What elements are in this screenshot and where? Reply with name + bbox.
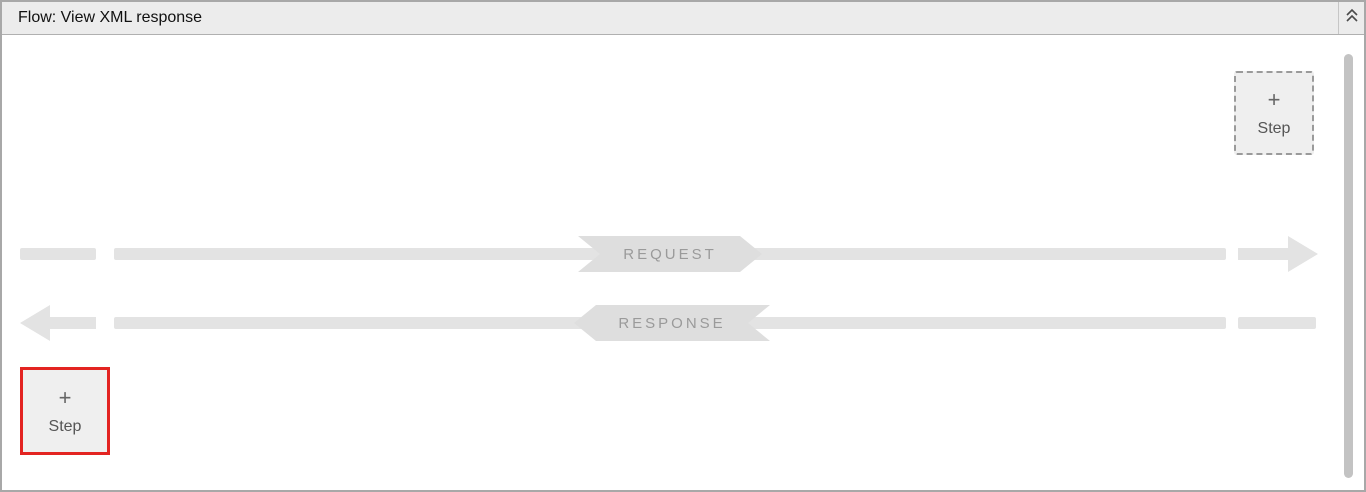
- add-step-button-top[interactable]: + Step: [1234, 71, 1314, 155]
- double-chevron-up-icon: [1345, 7, 1359, 29]
- plus-icon: +: [58, 384, 72, 410]
- arrow-right-icon: [1288, 236, 1318, 272]
- response-label-banner: RESPONSE: [574, 305, 770, 341]
- request-line-start-cap: [20, 248, 96, 260]
- collapse-button[interactable]: [1338, 2, 1364, 34]
- add-step-label: Step: [1257, 119, 1291, 137]
- panel-header: Flow: View XML response: [2, 2, 1364, 35]
- add-step-label: Step: [48, 417, 82, 435]
- request-label-banner: REQUEST: [578, 236, 762, 272]
- vertical-scrollbar[interactable]: [1344, 54, 1353, 478]
- add-step-button-bottom[interactable]: + Step: [23, 370, 107, 452]
- response-line-end-cap: [1238, 317, 1316, 329]
- panel-title: Flow: View XML response: [18, 9, 203, 26]
- add-step-highlight: + Step: [20, 367, 110, 455]
- request-arrow-shaft: [1238, 248, 1288, 260]
- response-label: RESPONSE: [618, 314, 726, 332]
- response-arrow-shaft: [50, 317, 96, 329]
- arrow-left-icon: [20, 305, 50, 341]
- flow-canvas: + Step REQUEST RESPONSE +: [2, 35, 1364, 489]
- plus-icon: +: [1267, 86, 1281, 112]
- request-label: REQUEST: [623, 245, 717, 263]
